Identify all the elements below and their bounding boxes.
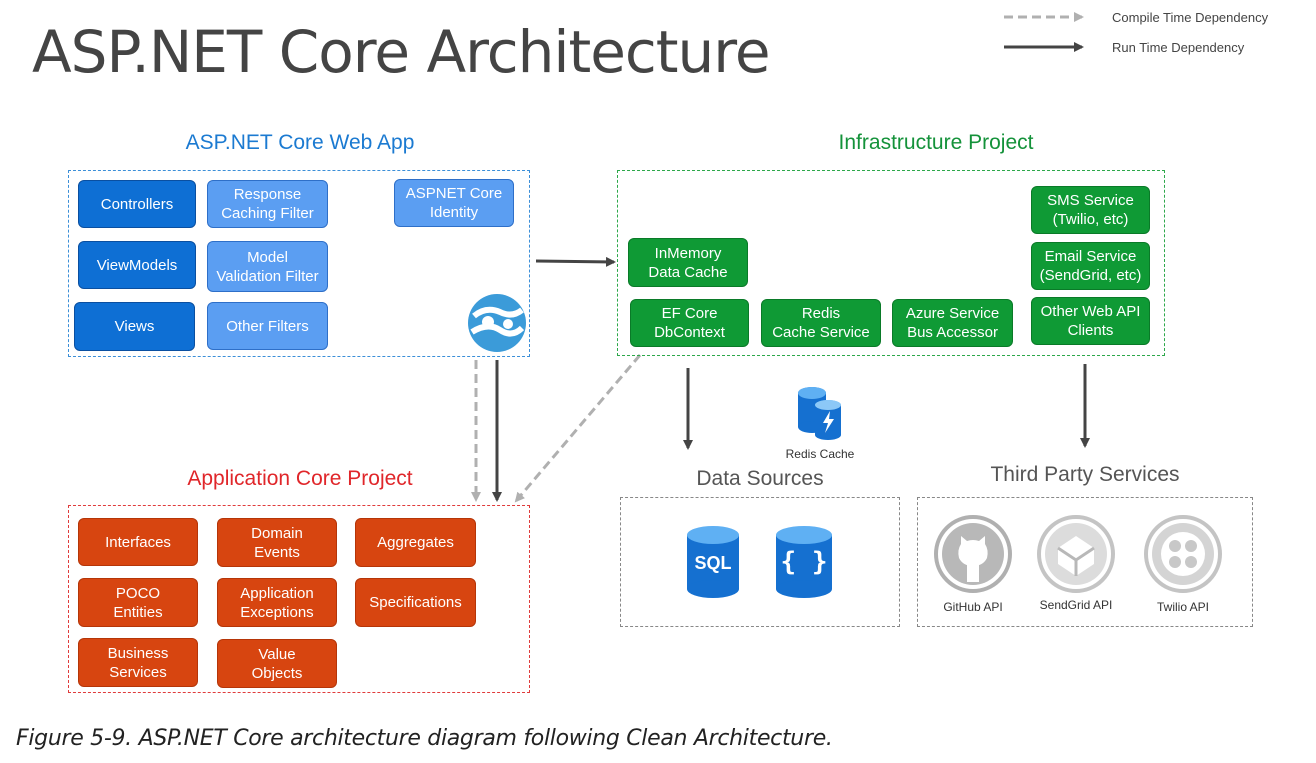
twilio-icon: [1143, 514, 1223, 594]
legend-runtime-label: Run Time Dependency: [1112, 40, 1245, 55]
inmemory-cache-box: InMemory Data Cache: [628, 238, 748, 287]
controllers-box: Controllers: [78, 180, 196, 228]
email-service-box: Email Service (SendGrid, etc): [1031, 242, 1150, 290]
page-title: ASP.NET Core Architecture: [32, 18, 771, 86]
infrastructure-group: [617, 170, 1165, 356]
ef-core-dbcontext-box: EF Core DbContext: [630, 299, 749, 347]
sql-label: SQL: [694, 553, 732, 573]
application-exceptions-box: Application Exceptions: [217, 578, 337, 627]
azure-service-bus-box: Azure Service Bus Accessor: [892, 299, 1013, 347]
redis-cache-service-box: Redis Cache Service: [761, 299, 881, 347]
poco-entities-box: POCO Entities: [78, 578, 198, 627]
model-validation-filter-box: Model Validation Filter: [207, 241, 328, 292]
business-services-box: Business Services: [78, 638, 198, 687]
app-core-group: [68, 505, 530, 693]
response-caching-filter-box: Response Caching Filter: [207, 180, 328, 228]
twilio-api-label: Twilio API: [1156, 600, 1210, 614]
infrastructure-title: Infrastructure Project: [838, 131, 1034, 154]
sendgrid-api-label: SendGrid API: [1039, 598, 1113, 612]
other-web-api-clients-box: Other Web API Clients: [1031, 297, 1150, 345]
github-api-label: GitHub API: [943, 600, 1003, 614]
third-party-group: [917, 497, 1253, 627]
data-sources-title: Data Sources: [696, 467, 824, 490]
web-app-title: ASP.NET Core Web App: [185, 131, 415, 154]
arrow-infra-to-core-compile: [514, 354, 642, 503]
sms-service-box: SMS Service (Twilio, etc): [1031, 186, 1150, 234]
document-database-icon: [774, 525, 834, 599]
redis-cache-icon: [795, 385, 845, 443]
aggregates-box: Aggregates: [355, 518, 476, 567]
third-party-title: Third Party Services: [990, 463, 1180, 486]
redis-cache-label: Redis Cache: [785, 447, 855, 461]
azure-web-app-icon: [466, 292, 528, 354]
app-core-title: Application Core Project: [187, 467, 413, 490]
specifications-box: Specifications: [355, 578, 476, 627]
views-box: Views: [74, 302, 195, 351]
domain-events-box: Domain Events: [217, 518, 337, 567]
interfaces-box: Interfaces: [78, 518, 198, 566]
figure-caption: Figure 5-9. ASP.NET Core architecture di…: [16, 726, 833, 751]
document-db-label: { }: [780, 547, 828, 577]
data-sources-group: [620, 497, 900, 627]
github-icon: [933, 514, 1013, 594]
legend-compile-label: Compile Time Dependency: [1112, 10, 1269, 25]
sendgrid-icon: [1036, 514, 1116, 594]
value-objects-box: Value Objects: [217, 639, 337, 688]
other-filters-box: Other Filters: [207, 302, 328, 350]
sql-database-icon: [685, 525, 741, 599]
viewmodels-box: ViewModels: [78, 241, 196, 289]
aspnet-identity-box: ASPNET Core Identity: [394, 179, 514, 227]
arrow-web-to-infra: [535, 256, 616, 267]
web-app-group: [68, 170, 530, 357]
